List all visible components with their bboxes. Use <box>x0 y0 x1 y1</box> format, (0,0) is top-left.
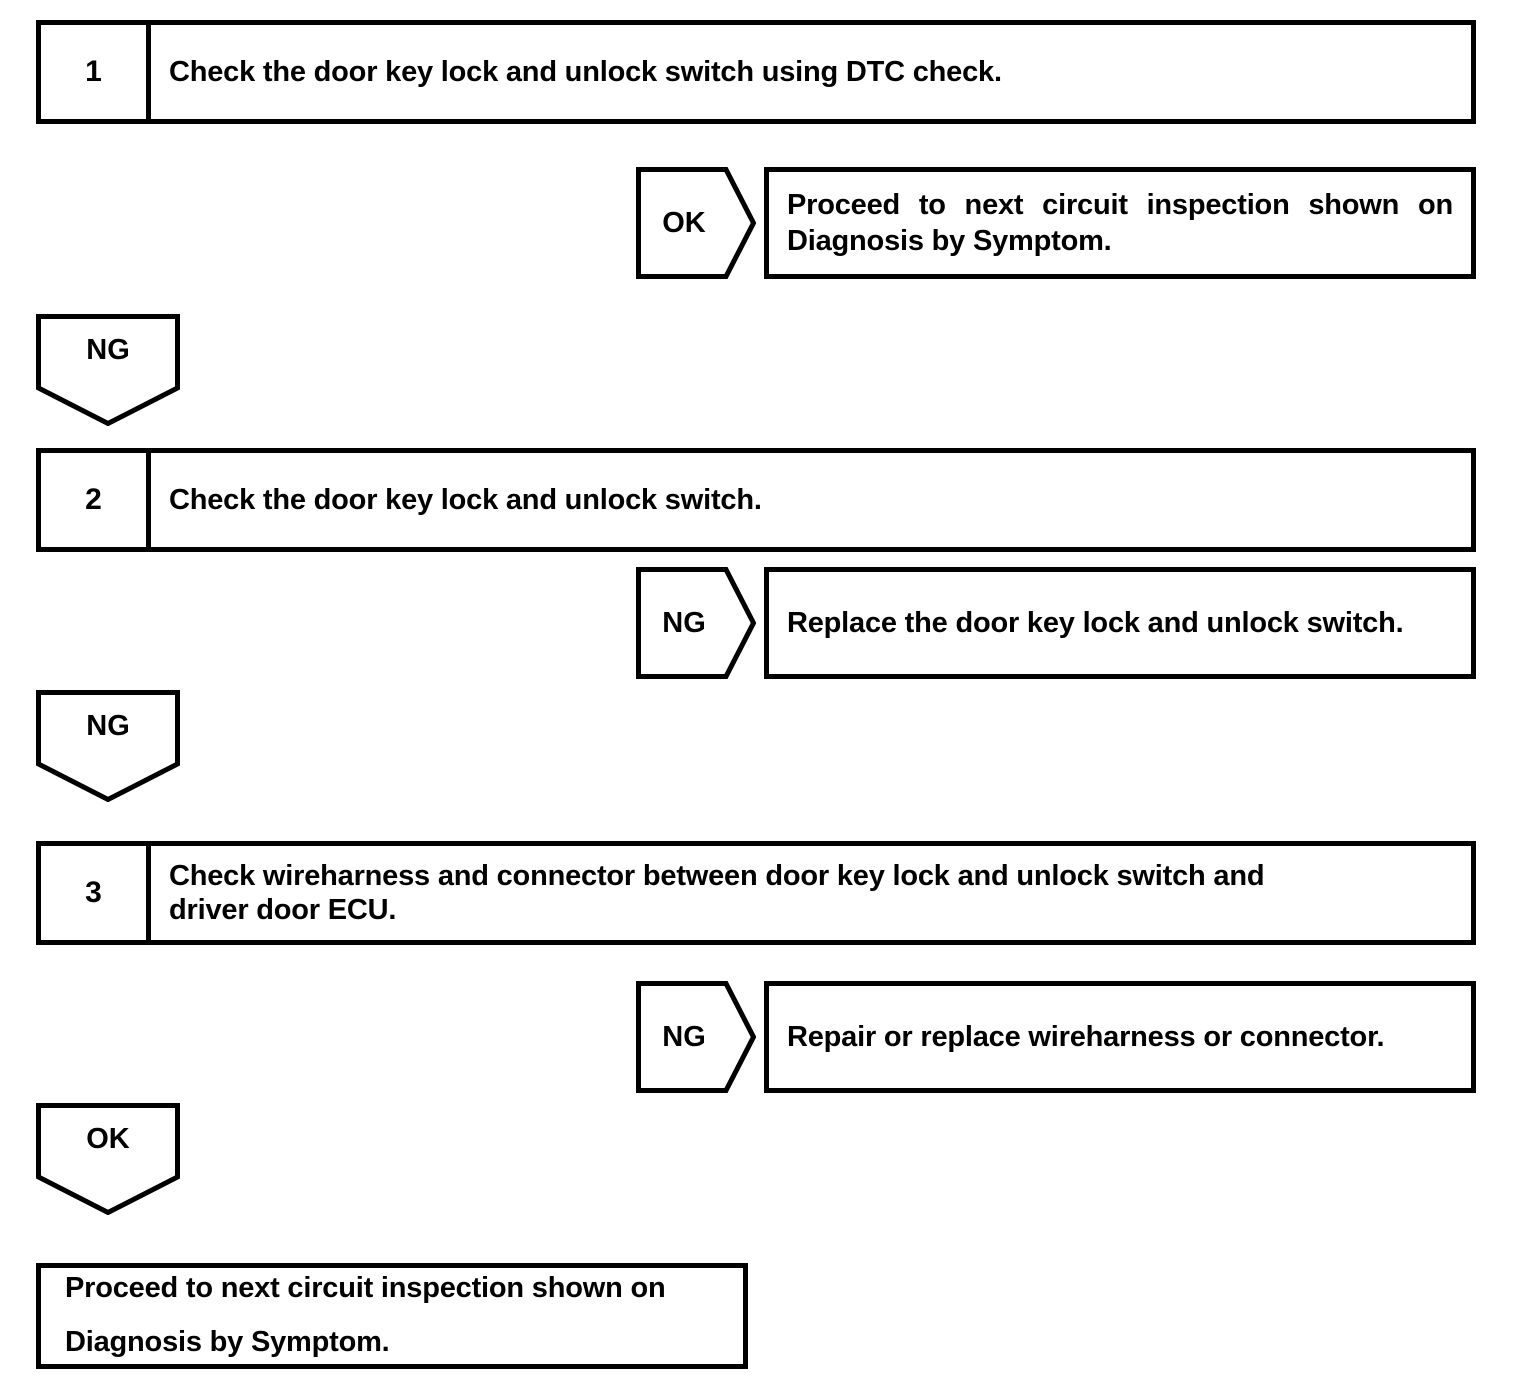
step-box-1: 1 Check the door key lock and unlock swi… <box>36 20 1476 124</box>
result-box-ok-1: Proceed to next circuit inspection shown… <box>764 167 1476 279</box>
step-number-3: 3 <box>41 846 151 940</box>
branch-chevron-ok-1: OK <box>636 167 756 279</box>
terminal-result-box: Proceed to next circuit inspection shown… <box>36 1263 748 1369</box>
continue-pentagon-ng-2: NG <box>36 690 180 802</box>
step-box-3: 3 Check wireharness and connector betwee… <box>36 841 1476 945</box>
terminal-line2: Diagnosis by Symptom. <box>65 1326 390 1358</box>
result-line1-ng-2: Replace the door key lock and unlock swi… <box>787 606 1404 639</box>
branch-chevron-ng-2: NG <box>636 567 756 679</box>
terminal-line1: Proceed to next circuit inspection shown… <box>65 1272 666 1305</box>
step-text-1: Check the door key lock and unlock switc… <box>169 55 1002 88</box>
step-text-3: Check wireharness and connector between … <box>151 846 1471 940</box>
step-box-2: 2 Check the door key lock and unlock swi… <box>36 448 1476 552</box>
branch-chevron-ng-3: NG <box>636 981 756 1093</box>
result-box-ng-3: Repair or replace wireharness or connect… <box>764 981 1476 1093</box>
continue-pentagon-ng-1: NG <box>36 314 180 426</box>
result-line1-ok-1: Proceed to next circuit inspection shown… <box>787 188 1453 221</box>
result-line2-ok-1: Diagnosis by Symptom. <box>787 225 1112 257</box>
continue-pentagon-ok-3: OK <box>36 1103 180 1215</box>
step-text-3-line1: Check wireharness and connector between … <box>169 859 1265 892</box>
result-box-ng-2: Replace the door key lock and unlock swi… <box>764 567 1476 679</box>
step-number-1: 1 <box>41 25 151 119</box>
step-number-2: 2 <box>41 453 151 547</box>
result-line1-ng-3: Repair or replace wireharness or connect… <box>787 1020 1385 1053</box>
step-text-2: Check the door key lock and unlock switc… <box>169 483 762 516</box>
step-text-3-line2: driver door ECU. <box>169 894 397 926</box>
